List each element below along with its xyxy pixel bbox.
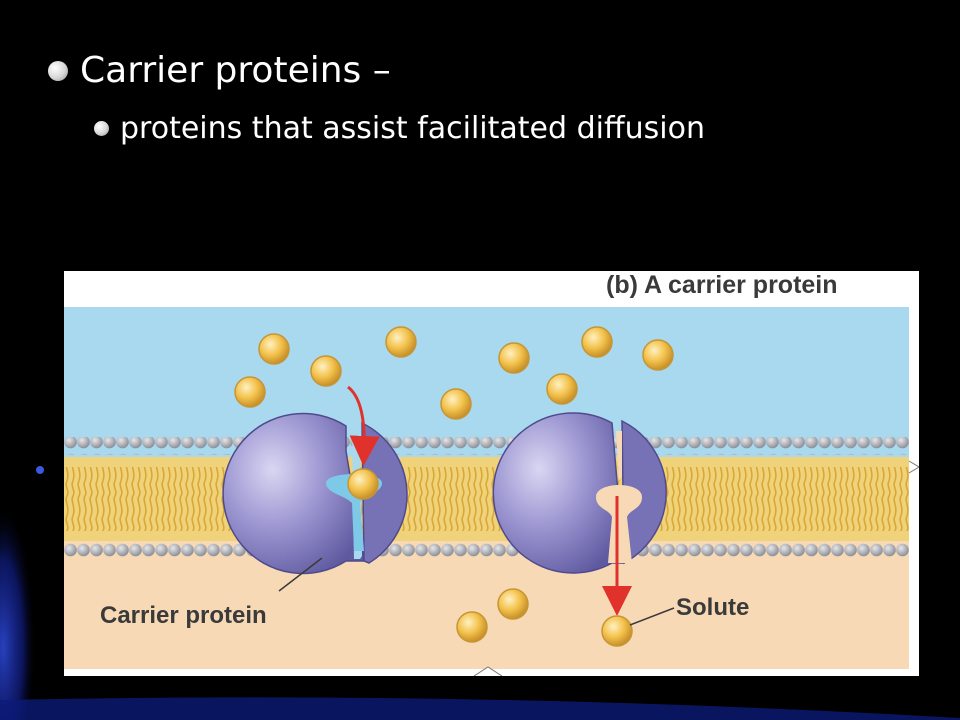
arrow-into-carrier-icon <box>347 385 380 466</box>
bullet-item-sub: proteins that assist facilitated diffusi… <box>94 111 705 146</box>
solute-leader-line <box>629 607 675 626</box>
solute-molecule <box>385 326 417 358</box>
figure-caption: (b) A carrier protein <box>606 271 838 299</box>
carrier-protein-diagram: (b) A carrier protein <box>64 271 919 676</box>
solute-label: Solute <box>676 594 749 621</box>
cytoplasm-region <box>64 541 909 669</box>
lipid-bilayer <box>64 437 909 557</box>
solute-molecule <box>498 342 530 374</box>
solute-molecule <box>310 355 342 387</box>
carrier-leader-line <box>278 557 323 592</box>
solute-molecule <box>440 388 472 420</box>
bullet-item-main: Carrier proteins – <box>48 50 391 91</box>
solute-molecule <box>456 611 488 643</box>
solute-molecule <box>642 339 674 371</box>
extracellular-region <box>64 307 909 457</box>
carrier-protein-label: Carrier protein <box>100 602 267 629</box>
solute-molecule <box>601 615 633 647</box>
solute-molecule <box>546 373 578 405</box>
solute-molecule <box>347 468 379 500</box>
bullet-sub-text: proteins that assist facilitated diffusi… <box>120 111 705 146</box>
solute-molecule <box>581 326 613 358</box>
bullet-main-text: Carrier proteins – <box>80 50 391 91</box>
solute-molecule <box>258 333 290 365</box>
carrier-protein-open-outside <box>222 412 408 575</box>
bullet-dot-icon <box>94 121 109 136</box>
solute-molecule <box>497 588 529 620</box>
carrier-protein-open-inside <box>492 412 667 574</box>
solute-molecules <box>234 326 674 647</box>
bullet-dot-icon <box>48 60 68 81</box>
solute-molecule <box>234 376 266 408</box>
